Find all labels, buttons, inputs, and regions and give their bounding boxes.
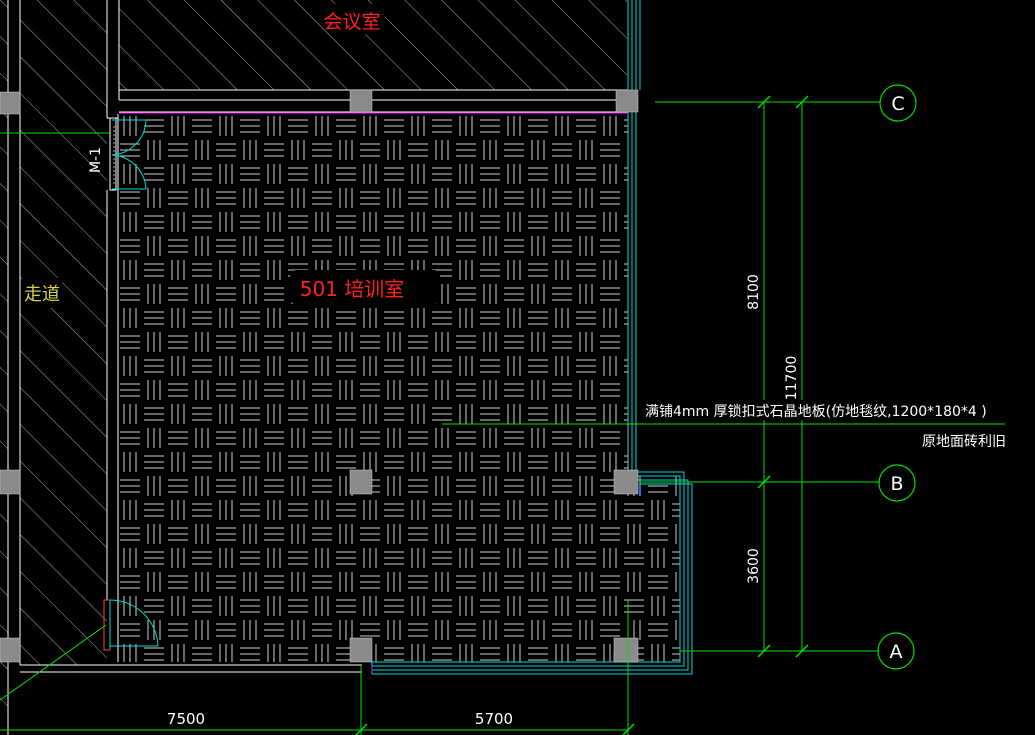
- annotation-mask: [642, 400, 1008, 420]
- grid-axis-a-label: A: [890, 641, 903, 663]
- grid-axis-c-label: C: [891, 93, 904, 115]
- dim-5700: 5700: [475, 710, 513, 728]
- meeting-room-label: 会议室: [323, 11, 380, 33]
- corridor-label-mask: [22, 278, 62, 308]
- top-wall: [119, 89, 628, 113]
- dim-7500: 7500: [167, 710, 205, 728]
- grid-axis-b: B: [878, 464, 916, 502]
- floor-material-note: 满铺4mm 厚锁扣式石晶地板(仿地毯纹,1200*180*4 ): [645, 404, 987, 420]
- dimension-lines: [0, 95, 1005, 735]
- grid-axis-a: A: [877, 632, 915, 670]
- corridor-area: [0, 0, 108, 735]
- training-room-label-mask: [290, 270, 440, 304]
- glass-curtain-wall: [371, 0, 693, 675]
- corridor-label: 走道: [24, 284, 60, 305]
- door-bottom: [103, 599, 159, 651]
- dim-3600: 3600: [746, 548, 762, 584]
- dim-8100: 8100: [746, 274, 762, 310]
- structural-columns: [0, 89, 639, 663]
- door-tag: M-1: [88, 147, 104, 173]
- door-top: [109, 117, 147, 191]
- grid-axis-b-label: B: [890, 473, 903, 495]
- parquet-floor: [20, 114, 680, 673]
- floor-existing-note: 原地面砖利旧: [922, 434, 1006, 450]
- meeting-room-label-mask: [335, 4, 385, 34]
- dim-11700: 11700: [784, 356, 800, 401]
- grid-axis-c: C: [879, 84, 917, 122]
- training-room-label: 501 培训室: [300, 277, 405, 301]
